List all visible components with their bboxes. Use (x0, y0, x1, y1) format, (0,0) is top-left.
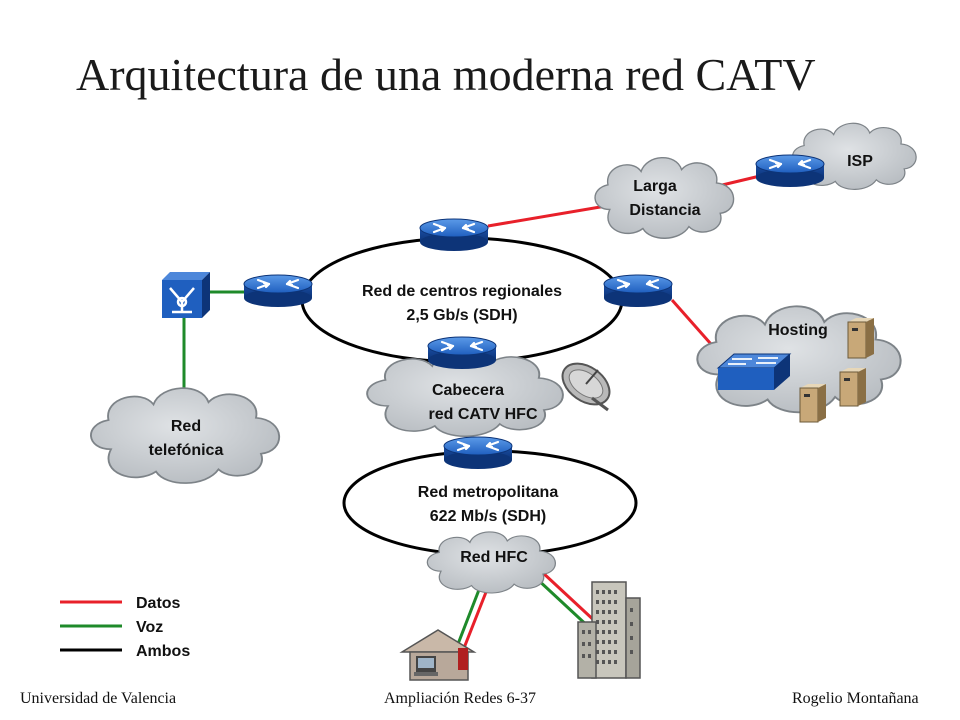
footer-left: Universidad de Valencia (20, 690, 177, 707)
larga-distancia-label-2: Distancia (629, 202, 700, 219)
satellite-dish-icon (561, 362, 611, 412)
link-data-ring-larga (487, 203, 613, 228)
router-icon (426, 335, 498, 371)
building-icon (577, 581, 641, 679)
metro-ring-label-1: Red metropolitana (418, 484, 559, 501)
footer-right: Rogelio Montañana (792, 690, 919, 707)
legend-label-ambos: Ambos (136, 643, 190, 660)
server-icon (799, 384, 826, 423)
server-icon (847, 318, 874, 359)
cabecera-label-1: Cabecera (432, 382, 504, 399)
red-hfc-label: Red HFC (460, 549, 528, 566)
link-data-larga-isp (717, 174, 761, 188)
router-icon (442, 435, 514, 471)
legend-label-voz: Voz (136, 619, 163, 636)
red-telefonica-label-1: Red (171, 418, 201, 435)
larga-distancia-label-1: Larga (633, 178, 677, 195)
link-voice-hfc-house (456, 581, 484, 645)
red-telefonica-label-2: telefónica (149, 442, 224, 459)
regional-ring-label-2: 2,5 Gb/s (SDH) (406, 307, 517, 324)
cabecera-label-2: red CATV HFC (428, 406, 537, 423)
slide-title: Arquitectura de una moderna red CATV (76, 49, 816, 100)
cloud-icon (594, 156, 735, 239)
router-icon (242, 273, 314, 309)
cloud-icon (90, 387, 281, 485)
isp-label: ISP (847, 153, 873, 170)
regional-ring-label-1: Red de centros regionales (362, 283, 562, 300)
hosting-label: Hosting (768, 322, 828, 339)
router-icon (754, 153, 826, 189)
metro-ring-label-2: 622 Mb/s (SDH) (430, 508, 546, 525)
house-icon (399, 629, 477, 681)
phone-switch-icon (162, 272, 210, 318)
switch-icon (716, 353, 792, 390)
footer-center: Ampliación Redes 6-37 (384, 690, 536, 707)
server-icon (839, 368, 866, 407)
legend: Datos Voz Ambos (60, 595, 190, 660)
link-data-hfc-building (540, 570, 600, 626)
router-icon (418, 217, 490, 253)
legend-label-datos: Datos (136, 595, 181, 612)
router-icon (602, 273, 674, 309)
